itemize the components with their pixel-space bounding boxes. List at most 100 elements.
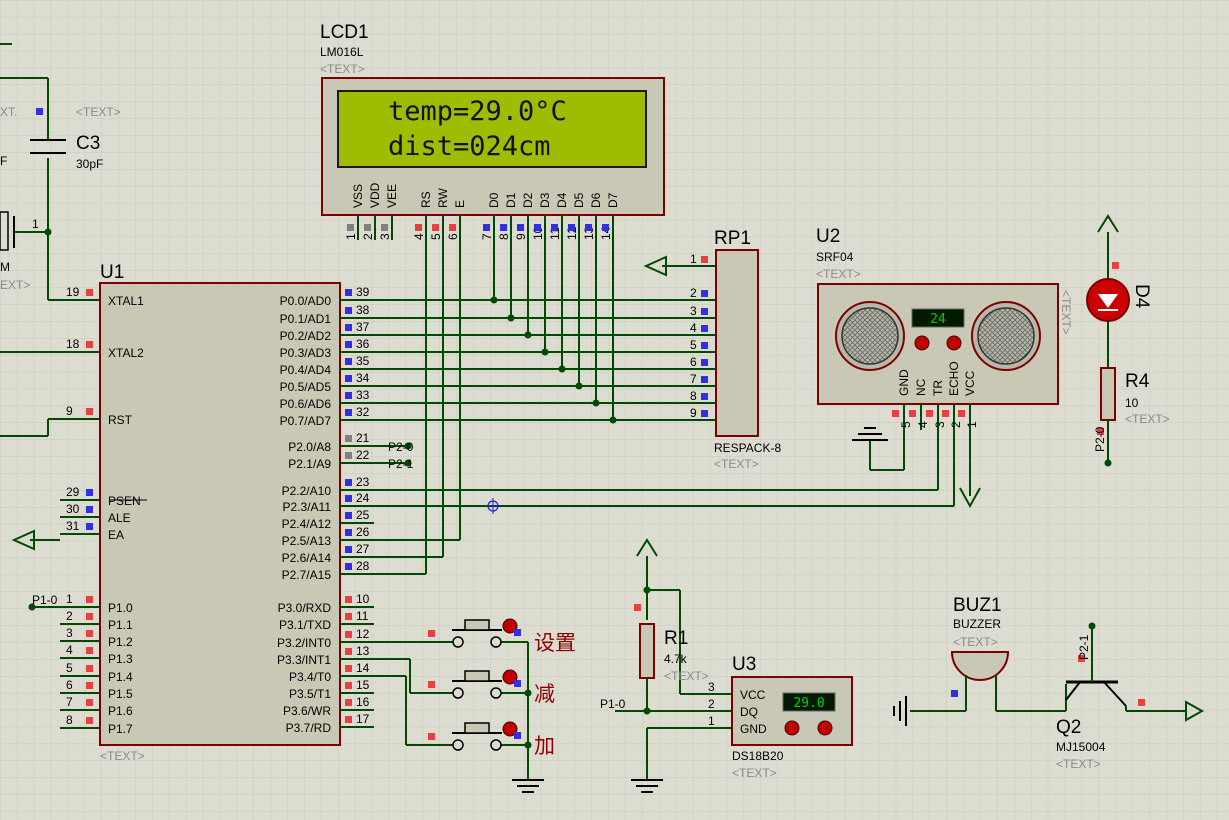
net-label-p1-0-left: P1-0: [32, 593, 58, 607]
r4-value: 10: [1125, 396, 1139, 410]
u3-text-placeholder: <TEXT>: [732, 766, 777, 780]
lcd-pin-number: 8: [497, 233, 511, 240]
u3-button-down[interactable]: [784, 720, 800, 736]
u3-button-up[interactable]: [817, 720, 833, 736]
u1-right-pin-name: P2.6/A14: [282, 551, 332, 565]
d4-led[interactable]: D4: [1086, 214, 1152, 368]
r4-ref: R4: [1125, 371, 1150, 392]
u1-right-pin-number: 15: [356, 678, 370, 692]
u3-pin-name: DQ: [740, 705, 758, 719]
lcd-pin-name: VSS: [351, 184, 365, 208]
u2-button-down[interactable]: [914, 335, 930, 351]
lcd-pin-number: 5: [429, 233, 443, 240]
u1-right-pin-name: P3.2/INT0: [277, 636, 331, 650]
crystal-pin-number: 1: [32, 217, 39, 231]
u2-pin-number: 1: [965, 421, 979, 428]
pushbutton-3[interactable]: 加: [428, 721, 555, 758]
rp1-power-arrow-icon: [643, 255, 667, 277]
lcd1-display[interactable]: LCD1 LM016L <TEXT> temp=29.0°C dist=024c…: [320, 22, 665, 240]
u1-left-pin-number: 29: [66, 485, 80, 499]
u1-right-pin-number: 23: [356, 475, 370, 489]
transducer-right-icon: [977, 307, 1035, 365]
left-text-placeholder: XT.: [0, 105, 17, 119]
u1-ref: U1: [100, 262, 124, 283]
left-clipped-components: XT. EXT> M F 1 <TEXT>: [0, 43, 121, 301]
pushbutton-2[interactable]: 减: [428, 669, 555, 706]
u1-left-pin-number: 5: [66, 661, 73, 675]
u1-right-pin-number: 25: [356, 508, 370, 522]
u1-right-pin-name: P3.7/RD: [286, 721, 332, 735]
u1-right-pin-number: 27: [356, 542, 370, 556]
rp1-pin-number: 1: [690, 252, 697, 266]
u3-pin-number: 3: [708, 680, 715, 694]
u1-right-pin-number: 21: [356, 431, 370, 445]
lcd-pin-name: RS: [419, 191, 433, 208]
u1-left-pin-name: XTAL1: [108, 294, 144, 308]
u3-pin-name: VCC: [740, 688, 766, 702]
u3-net-label: P1-0: [600, 697, 626, 711]
buz1-text-placeholder: <TEXT>: [953, 635, 998, 649]
left-crystal-label: M: [0, 260, 10, 274]
u1-right-pin-name: P3.3/INT1: [277, 653, 331, 667]
capacitor-c3[interactable]: C3 30pF: [30, 133, 103, 171]
c3-ref: C3: [76, 133, 100, 154]
rp1-pin-number: 7: [690, 372, 697, 386]
u1-left-pin-name: EA: [108, 528, 124, 542]
u2-button-up[interactable]: [946, 335, 962, 351]
u1-left-pin-number: 30: [66, 502, 80, 516]
u2-text-placeholder: <TEXT>: [816, 267, 861, 281]
d4-ref: D4: [1131, 284, 1152, 309]
u1-left-pin-number: 8: [66, 713, 73, 727]
lcd-line-1: temp=29.0°C: [388, 96, 567, 127]
left-value-label: F: [0, 154, 7, 168]
u1-left-pin-number: 2: [66, 609, 73, 623]
u1-right-pin-number: 11: [356, 609, 369, 623]
rp1-pin-number: 5: [690, 338, 697, 352]
rp1-pin-number: 6: [690, 355, 697, 369]
u1-right-pin-number: 17: [356, 712, 370, 726]
u1-right-pin-number: 33: [356, 388, 370, 402]
lcd-pin-number: 2: [361, 233, 375, 240]
u1-left-pin-number: 6: [66, 678, 73, 692]
pushbutton-1[interactable]: 设置: [428, 618, 576, 655]
u1-right-pin-name: P3.0/RXD: [278, 601, 332, 615]
u1-right-pin-number: 34: [356, 371, 370, 385]
u1-right-pin-name: P2.2/A10: [282, 484, 332, 498]
lcd-pin-name: D2: [521, 192, 535, 208]
q2-net-label: P2-1: [1077, 634, 1091, 660]
u2-pin-name: TR: [931, 380, 945, 396]
ea-arrow-icon: [11, 529, 35, 551]
u1-right-pin-number: 36: [356, 337, 370, 351]
u1-right-pin-name: P3.6/WR: [283, 704, 331, 718]
q2-ref: Q2: [1056, 717, 1081, 738]
buz1-buzzer[interactable]: BUZ1 BUZZER <TEXT>: [893, 595, 1030, 726]
led-diode-icon: [1098, 294, 1118, 308]
u1-right-pin-name: P2.5/A13: [282, 534, 332, 548]
u1-right-pin-number: 26: [356, 525, 370, 539]
lcd-pin-name: D6: [589, 192, 603, 208]
u2-text-placeholder-side: <TEXT>: [1059, 290, 1073, 335]
lcd-pin-number: 7: [480, 233, 494, 240]
r1-resistor[interactable]: R1 4.7k <TEXT> P1-0: [600, 538, 732, 793]
u1-right-pin-name: P0.6/AD6: [280, 397, 332, 411]
lcd1-ref: LCD1: [320, 22, 369, 43]
lcd1-text-placeholder: <TEXT>: [320, 62, 365, 76]
lcd-pin-number: 6: [446, 233, 460, 240]
r4-resistor[interactable]: R4 10 <TEXT> P2-0: [1093, 367, 1170, 467]
u1-microcontroller[interactable]: U1 <TEXT> 19XTAL118XTAL29RST29PSEN30ALE3…: [60, 262, 374, 763]
r1-power-arrow-icon: [636, 538, 658, 557]
q2-transistor[interactable]: P2-1 Q2 MJ15004 <TEXT>: [1030, 622, 1205, 772]
rp1-part: RESPACK-8: [714, 441, 781, 455]
d4-power-arrow-icon: [1097, 214, 1119, 233]
lcd-pin-name: D1: [504, 192, 518, 208]
u1-right-pin-name: P2.3/A11: [283, 500, 332, 514]
u1-right-pin-number: 12: [356, 627, 370, 641]
u2-pin-number: 3: [933, 421, 947, 428]
u1-right-pin-name: P0.1/AD1: [280, 312, 332, 326]
lcd1-part: LM016L: [320, 45, 364, 59]
u3-ref: U3: [732, 654, 756, 675]
u2-ref: U2: [816, 226, 840, 247]
